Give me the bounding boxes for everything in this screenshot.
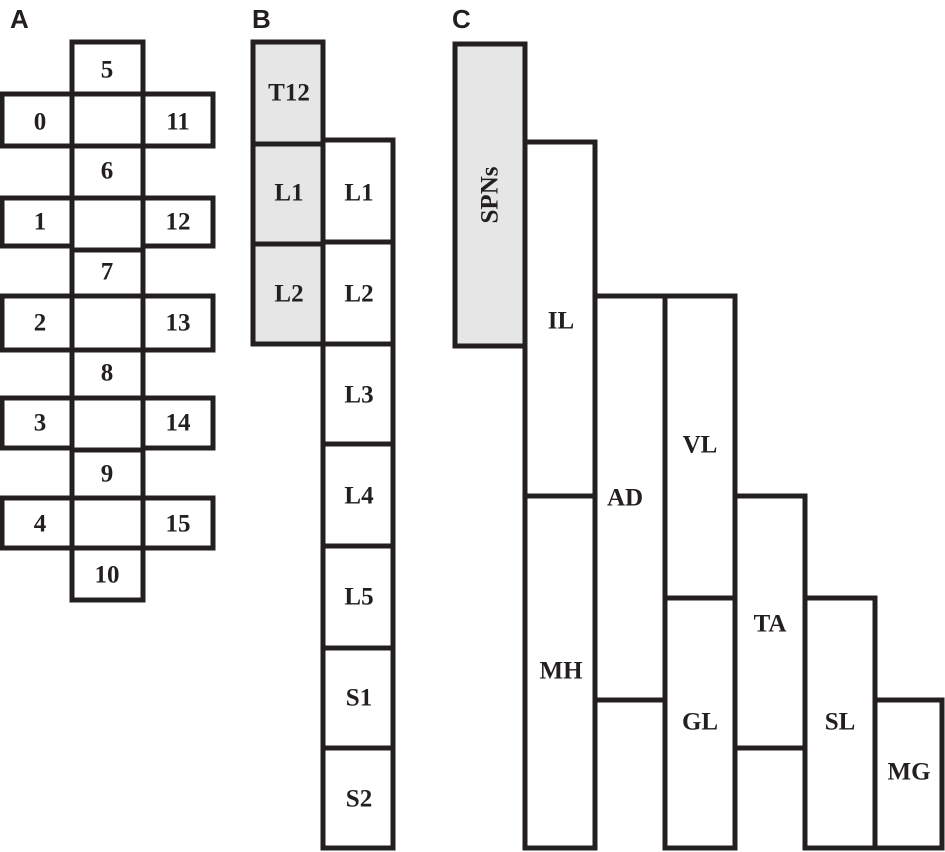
muscle-label-gl: GL	[682, 709, 718, 736]
segment-label: T12	[268, 80, 310, 107]
electrode-13	[140, 293, 216, 353]
muscle-label-il: IL	[548, 308, 574, 335]
electrode-label: 15	[166, 511, 191, 538]
grid-cell	[69, 293, 146, 353]
panel-label-b: B	[252, 4, 271, 34]
grid-cell	[69, 195, 146, 253]
muscle-label-mh: MH	[539, 658, 583, 685]
muscle-label-mg: MG	[887, 759, 930, 786]
electrode-4	[0, 495, 75, 551]
grid-cell	[69, 495, 146, 551]
electrode-label: 0	[34, 109, 47, 136]
electrode-label: 12	[166, 209, 191, 236]
electrode-label: 1	[34, 209, 47, 236]
electrode-label: 10	[95, 562, 120, 589]
electrode-12	[140, 195, 216, 249]
segment-label: L5	[344, 584, 373, 611]
electrode-label: 3	[34, 410, 47, 437]
panel-label-a: A	[10, 4, 29, 34]
muscle-ad	[592, 293, 668, 703]
electrode-label: 8	[101, 360, 114, 387]
segment-label: L1	[274, 180, 303, 207]
electrode-label: 6	[101, 158, 114, 185]
electrode-2	[0, 293, 75, 353]
segment-label: L2	[274, 281, 303, 308]
electrode-label: 14	[166, 410, 192, 437]
grid-cell	[69, 91, 146, 149]
electrode-5	[69, 39, 146, 97]
electrode-label: 7	[101, 259, 114, 286]
spns-label: SPNs	[477, 166, 504, 223]
segment-label: S2	[346, 786, 372, 813]
electrode-label: 4	[34, 511, 47, 538]
electrode-1	[0, 195, 75, 249]
muscle-mg	[872, 697, 945, 851]
muscle-label-ad: AD	[607, 485, 643, 512]
segment-label: L2	[344, 281, 373, 308]
electrode-7	[69, 247, 146, 299]
muscle-label-vl: VL	[683, 432, 718, 459]
grid-cell	[69, 395, 146, 453]
segment-s2	[320, 745, 396, 851]
segment-s1	[320, 645, 396, 751]
muscle-gl	[662, 595, 738, 851]
electrode-label: 5	[101, 57, 114, 84]
electrode-8	[69, 347, 146, 401]
muscle-label-sl: SL	[825, 709, 856, 736]
electrode-10	[69, 545, 146, 603]
segment-l1	[320, 137, 396, 245]
electrode-label: 11	[166, 109, 190, 136]
electrode-14	[140, 395, 216, 451]
segment-l3	[320, 341, 396, 447]
segment-t12-shaded	[250, 39, 326, 147]
electrode-3	[0, 395, 75, 451]
segment-label: S1	[346, 685, 372, 712]
electrode-label: 2	[34, 310, 47, 337]
electrode-15	[140, 495, 216, 551]
muscle-il	[522, 139, 598, 499]
segment-label: L1	[344, 180, 373, 207]
muscle-label-ta: TA	[754, 611, 787, 638]
segment-label: L3	[344, 382, 373, 409]
panel-c-motor-pools: SPNs IL MH AD VL GL TA SL MG	[452, 41, 945, 851]
muscle-mh	[522, 493, 598, 851]
segment-l2	[320, 239, 396, 347]
electrode-0	[0, 91, 75, 149]
panel-a-electrode-grid: 5 6 7 8 9 10 0 1 2 3 4 11 12 13 14	[0, 39, 216, 603]
electrode-label: 9	[101, 461, 114, 488]
electrode-11	[140, 91, 216, 149]
segment-label: L4	[344, 483, 374, 510]
electrode-label: 13	[166, 310, 191, 337]
panel-b-spinal-segments: T12 L1 L2 L1 L2 L3 L4 L5 S1 S2	[250, 39, 396, 851]
panel-label-c: C	[452, 4, 471, 34]
